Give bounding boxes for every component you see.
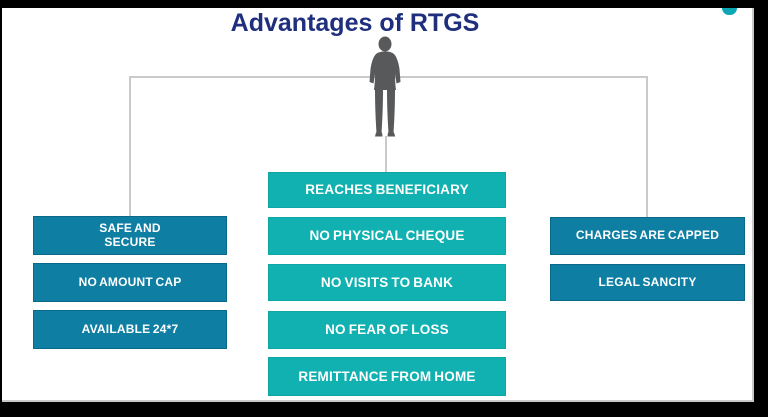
connector-line-vertical-right (646, 76, 648, 217)
advantage-box-reaches-beneficiary: REACHES BENEFICIARY (268, 172, 506, 208)
businessman-silhouette-icon (369, 36, 401, 137)
connector-line-vertical-left (129, 76, 131, 216)
teal-semicircle-icon (722, 8, 737, 15)
advantage-box-no-physical-cheque: NO PHYSICAL CHEQUE (268, 217, 506, 255)
page-title: Advantages of RTGS (230, 9, 480, 37)
advantage-box-charges-are-capped: CHARGES ARE CAPPED (550, 217, 745, 255)
advantage-box-safe-and-secure: SAFE AND SECURE (33, 216, 227, 255)
advantage-box-no-visits-to-bank: NO VISITS TO BANK (268, 264, 506, 301)
advantage-box-available-24x7: AVAILABLE 24*7 (33, 310, 227, 349)
advantage-box-no-amount-cap: NO AMOUNT CAP (33, 263, 227, 302)
advantage-box-remittance-from-home: REMITTANCE FROM HOME (268, 357, 506, 396)
advantage-box-legal-sancity: LEGAL SANCITY (550, 264, 745, 301)
advantage-box-no-fear-of-loss: NO FEAR OF LOSS (268, 311, 506, 349)
connector-line-vertical-center (385, 136, 387, 173)
